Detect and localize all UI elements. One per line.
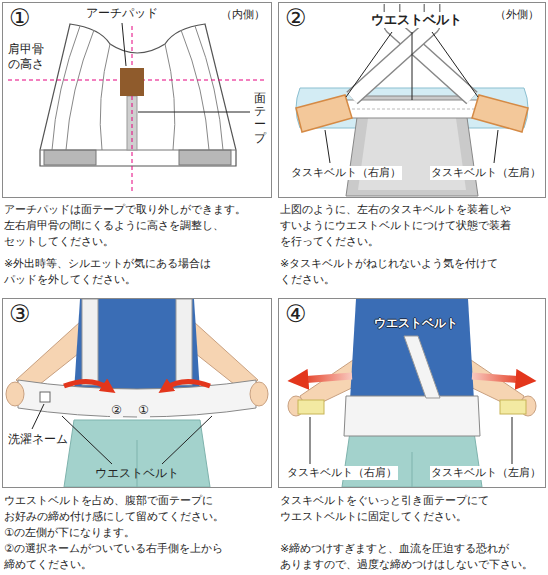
panel-frame: ① （内側） — [2, 2, 272, 198]
note-text: ※タスキベルトがねじれないよう気を付けて ください。 — [280, 256, 544, 288]
front-wearer-illustration-part — [166, 381, 210, 388]
back-wearer-illustration-part — [350, 299, 474, 400]
instruction-text: アーチパッドは面テープで取り外しができます。 左右肩甲骨の間にくるように高さを調… — [4, 202, 272, 250]
vest-inner-illustration-part — [181, 30, 209, 150]
step-number: ④ — [285, 301, 307, 327]
leader-line — [32, 404, 44, 429]
back-wearer-illustration-part — [404, 336, 440, 398]
vest-inner-illustration — [8, 23, 266, 194]
part-label: 洗濯ネーム — [8, 432, 68, 447]
leader-line — [432, 32, 478, 97]
vest-outer-illustration-part — [342, 109, 482, 110]
front-wearer-illustration — [6, 299, 268, 487]
callout-number: ① — [137, 403, 150, 418]
vest-inner-illustration-part — [132, 26, 133, 194]
vest-inner-illustration-part — [66, 30, 94, 150]
leader-line — [122, 23, 126, 66]
view-side-label: （外側） — [495, 9, 539, 21]
part-label: タスキベルト（左肩） — [430, 466, 542, 480]
vest-inner-illustration-part — [40, 150, 236, 151]
front-wearer-illustration-part — [250, 382, 268, 406]
front-wearer-illustration-part — [18, 380, 256, 417]
leader-line — [325, 130, 330, 163]
back-wearer-illustration-part — [344, 396, 480, 436]
part-label: ウエストベルト — [370, 12, 463, 28]
front-wearer-illustration-part — [74, 299, 200, 392]
instruction-text: 上図のように、左右のタスキベルトを装着しや すいようにウエストベルトにつけて状態… — [280, 202, 544, 250]
part-label: アーチパッド — [86, 6, 158, 21]
part-label: 肩甲骨 の高さ — [8, 42, 48, 72]
step-number: ① — [9, 5, 31, 31]
leader-line — [310, 417, 311, 464]
front-wearer-illustration-part — [6, 382, 24, 406]
leader-line — [138, 112, 250, 113]
front-wearer-illustration-part — [82, 299, 98, 385]
back-wearer-illustration-part — [300, 376, 352, 380]
leader-line — [494, 130, 498, 163]
vest-inner-illustration-part — [40, 24, 236, 166]
panel-frame: ③ — [2, 298, 272, 488]
back-wearer-illustration-part — [500, 400, 526, 414]
vest-inner-illustration-part — [120, 68, 144, 96]
note-text: ※締めつけすぎますと、血流を圧迫する恐れが ありますので、過度な締めつけはしない… — [280, 541, 544, 573]
vest-inner-illustration-part — [179, 150, 231, 165]
leader-line — [512, 417, 513, 464]
vest-inner-illustration-part — [44, 150, 96, 165]
part-label: ウエストベルト — [95, 466, 179, 481]
vest-inner-illustration-part — [165, 44, 175, 150]
part-label: ウエストベルト — [374, 316, 458, 331]
leader-line — [412, 32, 413, 100]
part-label: 面テープ — [254, 92, 266, 145]
vest-outer-illustration-part — [296, 95, 352, 132]
vest-outer-illustration-part — [340, 100, 484, 118]
back-wearer-illustration-part — [298, 400, 324, 414]
front-wearer-illustration-part — [64, 381, 108, 388]
instruction-text: タスキベルトをぐいっと引き面テープにて ウエストベルトに固定してください。 — [280, 493, 544, 525]
vest-inner-illustration-part — [100, 44, 110, 150]
instruction-text: ウエストベルトを占め、腹部で面テープに お好みの締め付け感にして留めてください。… — [4, 493, 272, 573]
part-label: タスキベルト（左肩） — [430, 166, 542, 180]
view-side-label: （内側） — [221, 9, 265, 21]
leader-line — [346, 32, 392, 97]
front-wearer-illustration-part — [40, 392, 50, 402]
part-label: タスキベルト（右肩） — [286, 466, 398, 480]
note-text: ※外出時等、シルエットが気にある場合は パッドを外してください。 — [4, 256, 272, 288]
front-wearer-illustration-part — [64, 420, 210, 487]
back-wearer-illustration — [288, 299, 536, 487]
back-wearer-illustration-part — [472, 376, 524, 380]
front-wearer-illustration-part — [176, 299, 192, 385]
step-number: ② — [285, 5, 307, 31]
callout-number: ② — [110, 403, 123, 418]
back-wearer-illustration-part — [412, 452, 413, 487]
vest-outer-illustration-part — [472, 95, 528, 132]
leader-line — [62, 416, 112, 464]
leader-line — [162, 416, 212, 464]
step-number: ③ — [9, 301, 31, 327]
part-label: タスキベルト（右肩） — [290, 166, 402, 180]
